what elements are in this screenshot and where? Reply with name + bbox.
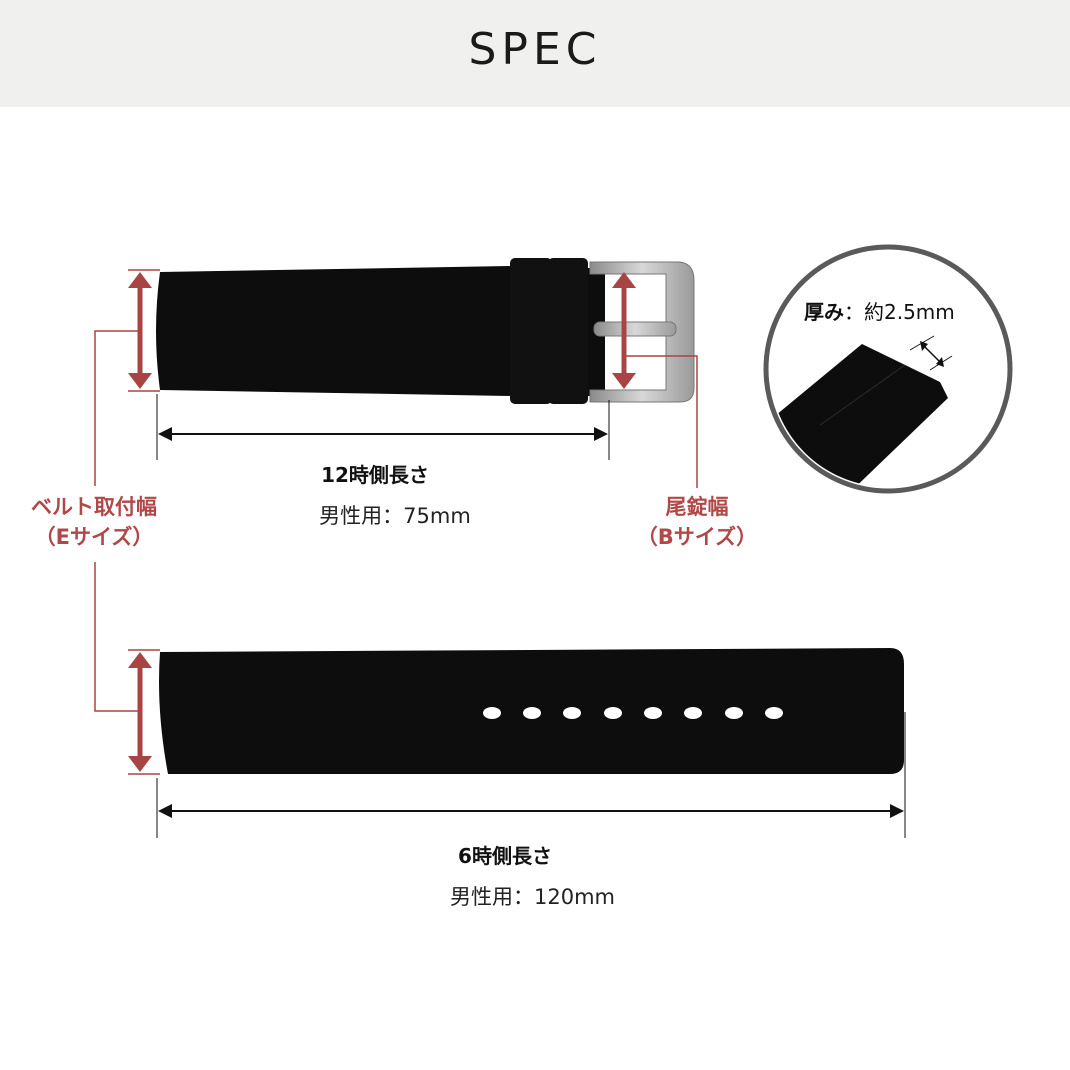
strap-hole	[523, 707, 541, 719]
strap-width-line2: （Eサイズ）	[34, 525, 154, 549]
buckle-width-line2: （Bサイズ）	[636, 525, 758, 549]
strap-keeper-1	[510, 258, 552, 404]
leader-lines	[94, 330, 698, 712]
thickness-callout	[763, 244, 1013, 494]
buckle	[589, 261, 695, 403]
page-title: SPEC	[468, 24, 602, 75]
thickness-label: 厚み：約2.5mm	[804, 296, 974, 325]
thickness-title: 厚み	[804, 300, 844, 324]
long-strap-length-label: 6時側長さ	[458, 844, 552, 868]
width-arrows	[128, 269, 636, 775]
long-strap	[159, 648, 904, 774]
length-dimensions	[156, 394, 906, 838]
strap-hole	[563, 707, 581, 719]
short-strap-length-label: 12時側長さ	[321, 463, 429, 487]
short-strap	[156, 258, 605, 404]
strap-hole	[725, 707, 743, 719]
header-bar	[0, 0, 1070, 107]
strap-hole	[644, 707, 662, 719]
buckle-width-label: 尾錠幅 （Bサイズ）	[632, 492, 762, 552]
thickness-value: ：約2.5mm	[844, 300, 955, 324]
short-strap-length-value: 男性用：75mm	[319, 504, 471, 528]
strap-hole	[765, 707, 783, 719]
strap-width-line1: ベルト取付幅	[31, 495, 157, 519]
strap-width-label: ベルト取付幅 （Eサイズ）	[10, 492, 178, 552]
buckle-width-line1: 尾錠幅	[665, 495, 729, 519]
strap-hole	[483, 707, 501, 719]
strap-hole	[604, 707, 622, 719]
strap-keeper-2	[548, 258, 588, 404]
short-strap-body	[156, 266, 512, 396]
buckle-tongue	[593, 321, 677, 337]
long-strap-length-value: 男性用：120mm	[450, 885, 615, 909]
strap-hole	[684, 707, 702, 719]
